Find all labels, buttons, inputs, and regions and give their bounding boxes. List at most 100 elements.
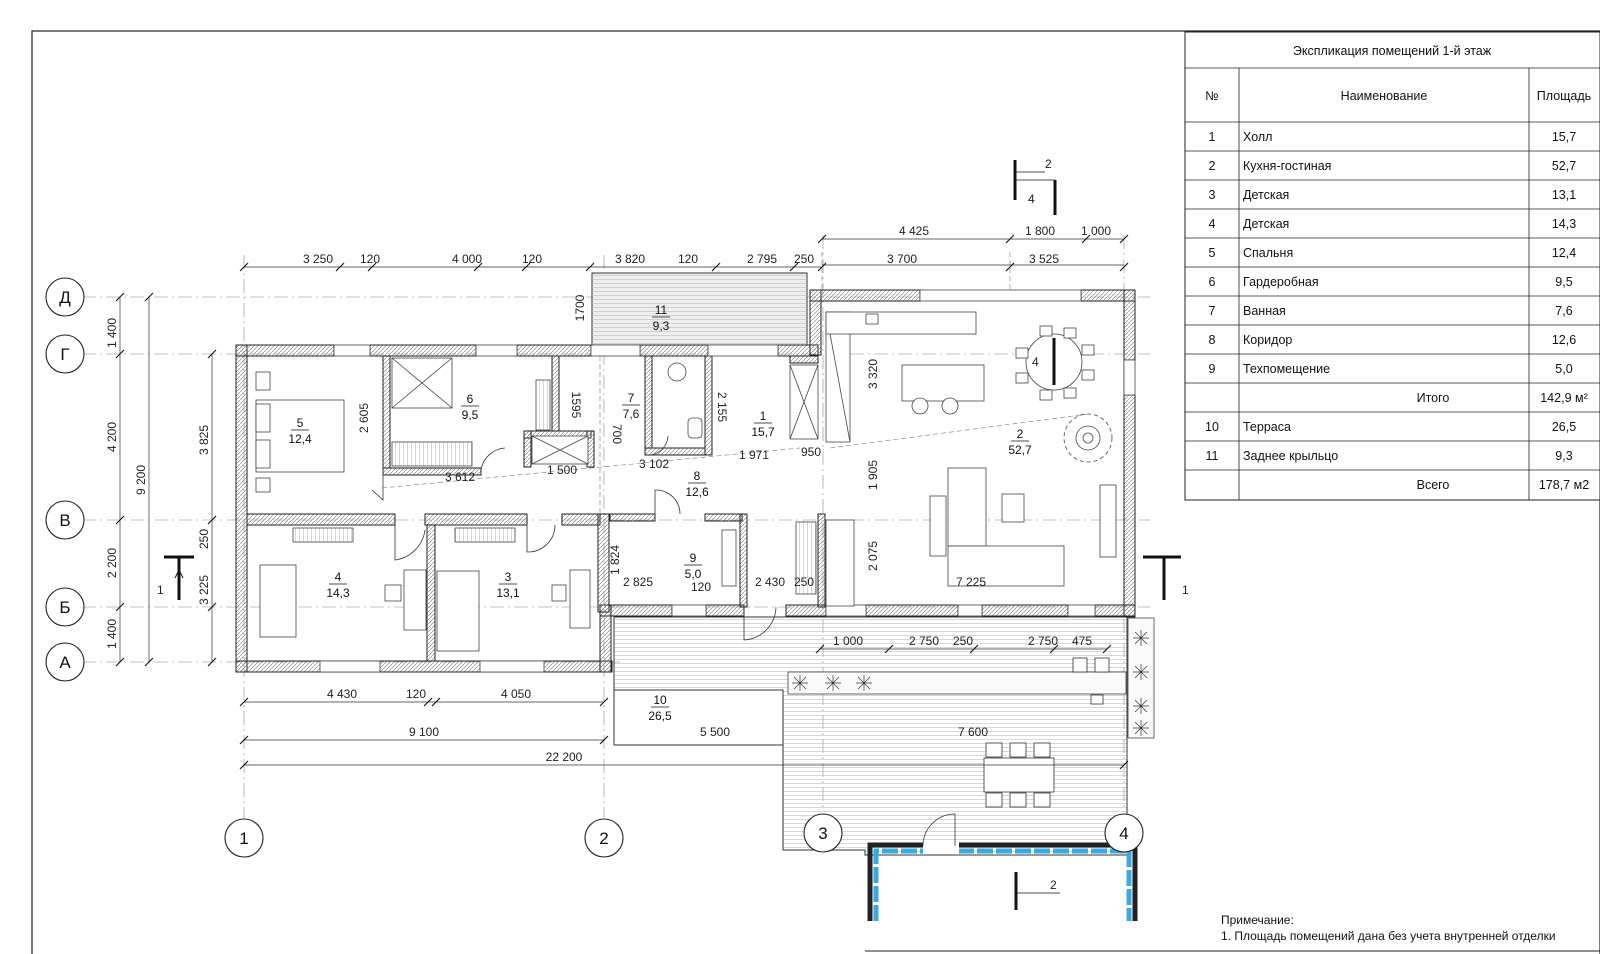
dim-label: 1 400 (105, 318, 119, 348)
axis-row-label: Г (60, 345, 69, 364)
dim-label: 9 100 (409, 725, 439, 739)
table-cell-area: 26,5 (1552, 420, 1576, 434)
room-area: 12,4 (288, 432, 312, 446)
table-row: 7 Ванная 7,6 (1209, 304, 1573, 318)
windows (319, 289, 1136, 673)
dim-label: 1 000 (1081, 224, 1111, 238)
table-cell-name: Ванная (1243, 304, 1286, 318)
table-cell-num: 4 (1209, 217, 1216, 231)
axis-bubbles (45, 277, 1144, 858)
table-header: Наименование (1341, 89, 1428, 103)
dimension-labels: 3 250 120 4 000 120 3 820 120 2 795 250 … (303, 224, 1111, 764)
table-row: 10 Терраса 26,5 (1205, 420, 1576, 434)
table-row: 3 Детская 13,1 (1209, 188, 1577, 202)
dim-label: 1 905 (866, 460, 880, 490)
table-row: 8 Коридор 12,6 (1209, 333, 1577, 347)
dim-label: 1 800 (1025, 224, 1055, 238)
table-cell-num: 3 (1209, 188, 1216, 202)
table-header: № (1205, 89, 1218, 103)
table-cell-num: 2 (1209, 159, 1216, 173)
room-number: 7 (628, 391, 635, 405)
note-block: Примечание: 1. Площадь помещений дана бе… (1221, 913, 1556, 943)
guide-lines (381, 252, 1089, 514)
table-cell-name: Гардеробная (1243, 275, 1319, 289)
room-number: 9 (690, 551, 697, 565)
dim-label: 9 200 (134, 465, 148, 495)
axis-col-label: 3 (818, 824, 827, 843)
table-row: 1 Холл 15,7 (1209, 130, 1577, 144)
room-area: 7,6 (623, 407, 640, 421)
room-number: 4 (335, 570, 342, 584)
table-title: Экспликация помещений 1-й этаж (1293, 44, 1492, 58)
dim-label: 1 971 (739, 448, 769, 462)
pool (867, 813, 1138, 921)
room-number: 5 (297, 416, 304, 430)
furniture (255, 311, 1117, 652)
doors (371, 435, 777, 641)
axis-row-label: А (59, 653, 71, 672)
table-cell-area: 9,5 (1555, 275, 1572, 289)
dim-label: 7 225 (956, 575, 986, 589)
dim-label: 2 750 (909, 634, 939, 648)
room-tags (291, 316, 1029, 708)
dim-label: 4 430 (327, 687, 357, 701)
axis-row-label: В (59, 511, 70, 530)
room-number: 3 (505, 570, 512, 584)
dim-label: 7 600 (958, 725, 988, 739)
table-cell-area: 52,7 (1552, 159, 1576, 173)
section-label: 2 (1050, 878, 1057, 892)
room-area: 26,5 (648, 709, 672, 723)
table-cell-area: 12,4 (1552, 246, 1576, 260)
room-area: 9,5 (462, 408, 479, 422)
dim-label: 2 430 (755, 575, 785, 589)
room-area: 12,6 (685, 485, 709, 499)
dim-label: 1 824 (608, 545, 622, 575)
table-cell-num: 7 (1209, 304, 1216, 318)
dim-label: 120 (691, 580, 711, 594)
dim-label: 120 (360, 252, 380, 266)
table-cell-name: Итого (1417, 391, 1450, 405)
dim-label: 3 250 (303, 252, 333, 266)
axis-col-label: 1 (239, 829, 248, 848)
dim-label: 1 500 (547, 463, 577, 477)
table-cell-area: 13,1 (1552, 188, 1576, 202)
dim-label: 2 605 (357, 403, 371, 433)
axis-col-label: 4 (1119, 824, 1128, 843)
note-line: 1. Площадь помещений дана без учета внут… (1221, 929, 1556, 943)
dim-label: 3 320 (866, 359, 880, 389)
table-cell-name: Техпомещение (1243, 362, 1330, 376)
table-cell-name: Детская (1243, 188, 1289, 202)
dim-label: 120 (678, 252, 698, 266)
table-cell-area: 15,7 (1552, 130, 1576, 144)
table-cell-area: 14,3 (1552, 217, 1576, 231)
dim-label: 2 750 (1028, 634, 1058, 648)
dim-label: 1595 (569, 392, 583, 419)
table-row: 2 Кухня-гостиная 52,7 (1209, 159, 1577, 173)
axis-row-label: Б (59, 598, 70, 617)
dim-label: 700 (610, 424, 624, 444)
table-cell-area: 7,6 (1555, 304, 1572, 318)
table-cell-num: 9 (1209, 362, 1216, 376)
back-porch-11 (591, 272, 808, 346)
dim-label: 2 825 (623, 575, 653, 589)
table-cell-num: 8 (1209, 333, 1216, 347)
section-label: 4 (1032, 355, 1039, 369)
dim-label: 1 400 (105, 619, 119, 649)
terrace-furniture (983, 657, 1110, 808)
table-row: 6 Гардеробная 9,5 (1209, 275, 1573, 289)
room-area: 9,3 (653, 319, 670, 333)
table-cell-area: 142,9 м² (1540, 391, 1588, 405)
table-cell-num: 5 (1209, 246, 1216, 260)
axis-row-label: Д (59, 288, 71, 307)
section-label: 4 (1028, 192, 1035, 206)
dim-label: 475 (1072, 634, 1092, 648)
dim-label: 3 820 (615, 252, 645, 266)
room-number: 2 (1017, 427, 1024, 441)
dim-label: 4 425 (899, 224, 929, 238)
room-area: 15,7 (751, 425, 775, 439)
dim-label: 1 000 (833, 634, 863, 648)
table-cell-name: Спальня (1243, 246, 1293, 260)
table-cell-num: 10 (1205, 420, 1219, 434)
dim-label: 22 200 (546, 750, 583, 764)
